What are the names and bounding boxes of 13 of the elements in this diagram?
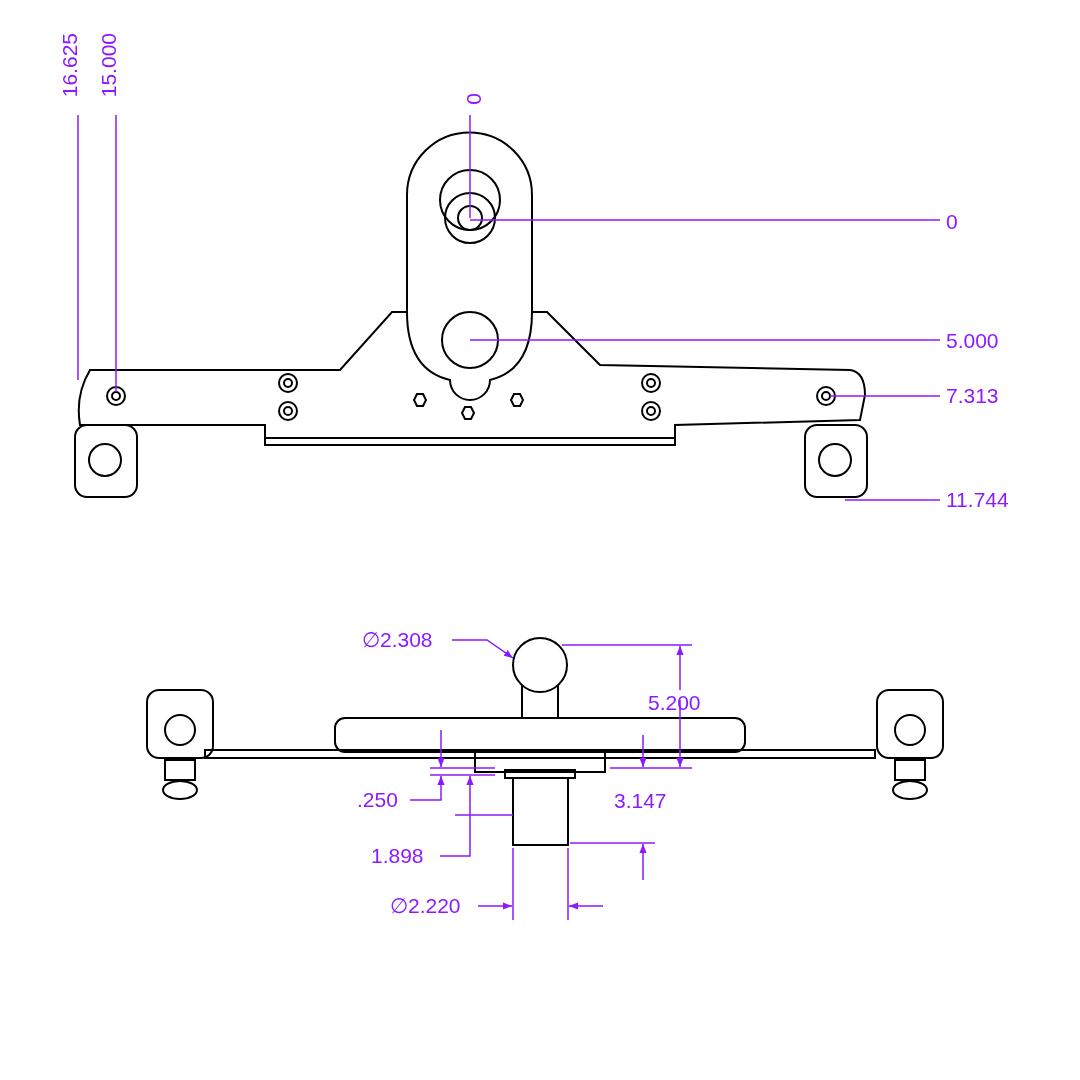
dimension-value: ∅2.220 (390, 894, 461, 918)
dimension-value: 3.147 (614, 789, 667, 813)
dimension-value: 0 (462, 93, 486, 105)
dimension-value: .250 (357, 788, 398, 812)
dimension-value: 1.898 (371, 844, 424, 868)
dimension-value: 11.744 (946, 488, 1009, 512)
dimension-value: 5.200 (648, 691, 701, 715)
dimension-value: ∅2.308 (362, 628, 433, 652)
dimension-value: 0 (946, 210, 958, 234)
dimension-value: 5.000 (946, 329, 999, 353)
dimension-value: 16.625 (58, 33, 82, 98)
dimension-value: 15.000 (97, 33, 121, 98)
dimension-value: 7.313 (946, 384, 999, 408)
